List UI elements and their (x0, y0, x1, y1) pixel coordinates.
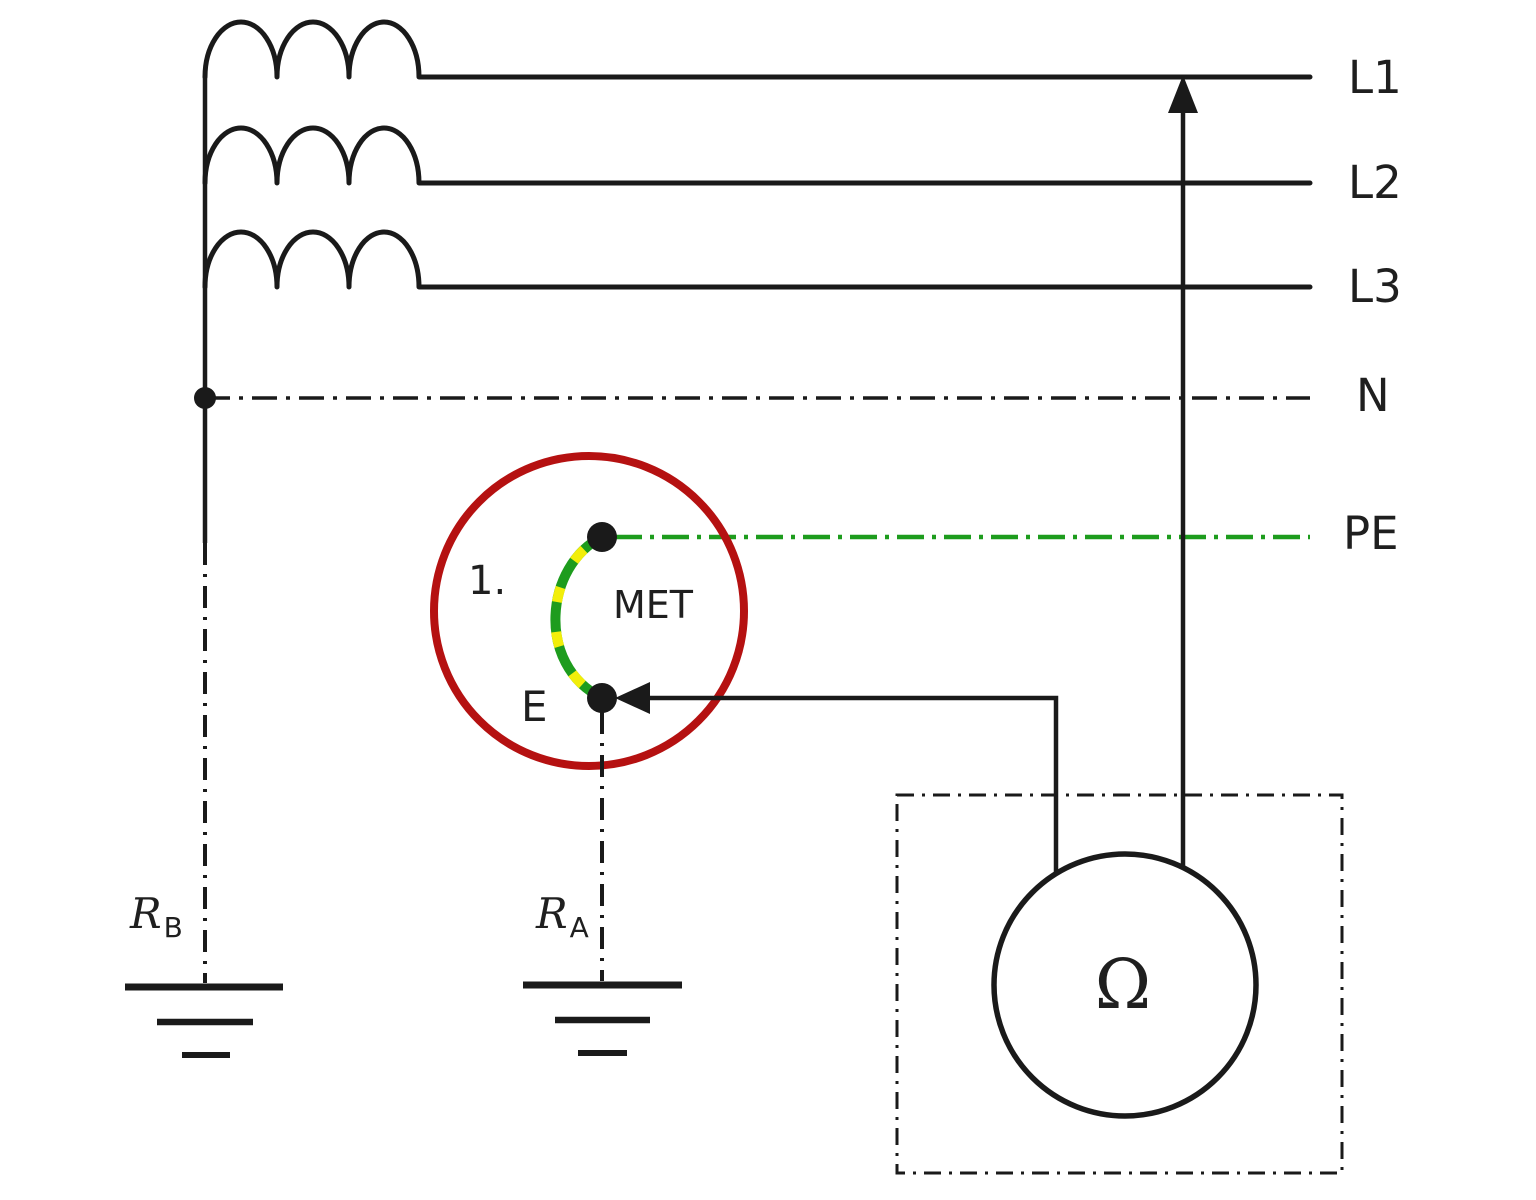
label-l1: L1 (1348, 51, 1402, 104)
ohmmeter-symbol: Ω (1095, 946, 1151, 1025)
yellow-stripe-overlay (550, 532, 605, 703)
instrument-enclosure-box (895, 793, 1344, 1175)
pe-terminal-dot (587, 522, 617, 552)
ohmmeter-circle (991, 851, 1259, 1119)
phase-l2-winding-and-conductor (202, 125, 1313, 186)
label-step-1: 1. (468, 558, 506, 604)
phase-l3-winding-and-conductor (202, 229, 1313, 290)
label-rb-symbol: R (129, 889, 162, 938)
arrow-up-to-l1-icon (1168, 75, 1198, 113)
label-n: N (1356, 369, 1390, 422)
ground-symbol-b (125, 983, 283, 1058)
earth-electrode-terminal-dot (587, 683, 617, 713)
label-ra: RA (535, 889, 589, 944)
neutral-star-junction-dot (194, 387, 216, 409)
meter-lead-to-e (648, 695, 1059, 872)
label-rb-subscript: B (164, 911, 183, 944)
label-ra-symbol: R (535, 889, 568, 938)
ground-symbol-a (523, 981, 682, 1056)
phase-l1-winding-and-conductor (202, 19, 1313, 80)
label-pe: PE (1343, 507, 1399, 560)
arrow-left-to-e-icon (615, 682, 650, 714)
label-e: E (521, 682, 548, 731)
label-ra-subscript: A (570, 911, 589, 944)
met-highlight-circle (430, 452, 748, 770)
label-met: MET (613, 583, 694, 627)
label-l3: L3 (1348, 260, 1402, 313)
label-rb: RB (129, 889, 183, 944)
label-l2: L2 (1348, 156, 1402, 209)
source-windings-group (202, 19, 1313, 290)
